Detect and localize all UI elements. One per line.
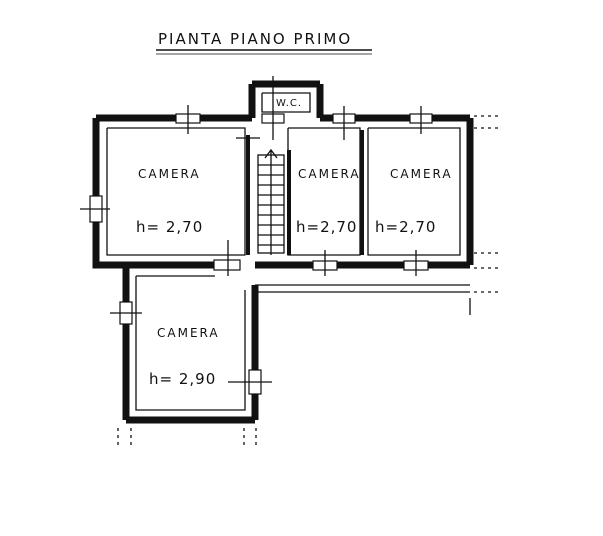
inner-walls xyxy=(106,92,470,411)
windows xyxy=(89,113,433,395)
room-label-camera-2: CAMERA xyxy=(298,167,361,181)
room-height-camera-2: h=2,70 xyxy=(296,218,357,236)
room-label-camera-1: CAMERA xyxy=(138,167,201,181)
room-label-camera-3: CAMERA xyxy=(390,167,453,181)
room-height-camera-4: h= 2,90 xyxy=(149,370,216,388)
wc-label: W.C. xyxy=(276,98,302,109)
room-height-camera-3: h=2,70 xyxy=(375,218,436,236)
room-height-camera-1: h= 2,70 xyxy=(136,218,203,236)
plan-title: PIANTA PIANO PRIMO xyxy=(158,30,352,48)
dimension-ticks xyxy=(80,76,422,383)
staircase xyxy=(257,148,285,255)
room-label-camera-4: CAMERA xyxy=(157,326,220,340)
dashed-lines xyxy=(117,115,500,446)
